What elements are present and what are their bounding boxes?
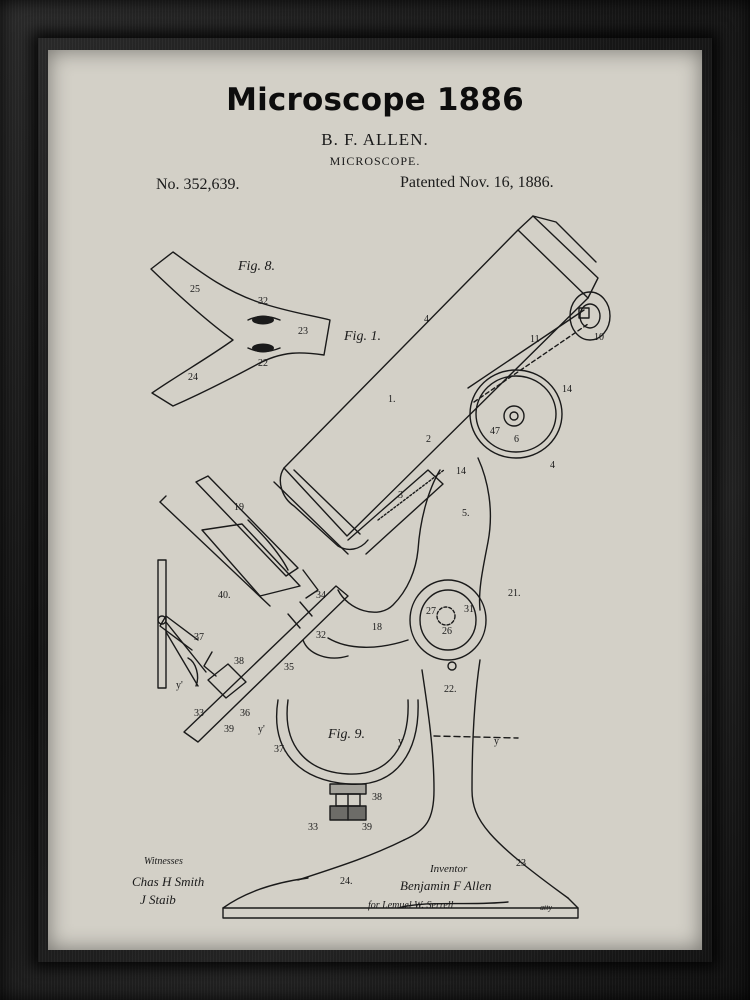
- ref-14: 14: [562, 384, 572, 395]
- ref-6: 6: [514, 434, 519, 445]
- witness-2-signature: J Staib: [140, 892, 176, 907]
- fig8-caption: Fig. 8.: [237, 259, 275, 274]
- ref-19: 19: [234, 502, 244, 513]
- signature-flourish: [397, 901, 509, 909]
- ref-23b: 23: [516, 858, 526, 869]
- witness-1-signature: Chas H Smith: [132, 874, 204, 889]
- ref-18: 18: [372, 622, 382, 633]
- ref-26: 26: [442, 626, 452, 637]
- focus-wheel: [467, 291, 611, 459]
- patent-date: Patented Nov. 16, 1886.: [400, 174, 554, 191]
- ref-11: 11: [530, 334, 540, 345]
- ref-47: 47: [490, 426, 500, 437]
- ref-14b: 14: [456, 466, 466, 477]
- ref-2: 2: [426, 434, 431, 445]
- ref-33b: 33: [308, 822, 318, 833]
- microscope-drawing: Fig. 8. Fig. 1. Fig. 9. 25 32 23 22 24 1…: [132, 215, 611, 919]
- attorney-signature: for Lemuel W. Serrell: [368, 900, 454, 911]
- ref-25: 25: [190, 284, 200, 295]
- ref-22: 22: [258, 358, 268, 369]
- ref-22b: 22.: [444, 684, 457, 695]
- ref-4b: 4: [550, 460, 555, 471]
- objective-assembly: [157, 475, 349, 743]
- ref-21: 21.: [508, 588, 521, 599]
- ref-1: 1.: [388, 394, 396, 405]
- ref-y2: y: [494, 736, 499, 747]
- main-tube: [273, 215, 599, 555]
- ref-y1: y: [398, 736, 403, 747]
- ref-4: 4: [424, 314, 429, 325]
- ref-23: 23: [298, 326, 308, 337]
- ref-y3: y': [176, 680, 183, 691]
- ref-35: 35: [284, 662, 294, 673]
- patent-print: Microscope 1886 B. F. ALLEN. MICROSCOPE.…: [48, 50, 702, 950]
- inventor-signature: Benjamin F Allen: [400, 878, 491, 893]
- ref-37: 37: [194, 632, 204, 643]
- ref-y4: y': [258, 724, 265, 735]
- patent-number: No. 352,639.: [156, 176, 240, 193]
- ref-33: 33: [194, 708, 204, 719]
- ref-32: 32: [258, 296, 268, 307]
- attorney-suffix: atty: [540, 903, 552, 912]
- ref-34: 34: [316, 590, 326, 601]
- fig8-bracket: [150, 251, 331, 407]
- ref-40: 40.: [218, 590, 231, 601]
- ref-24: 24: [188, 372, 198, 383]
- fig9-ring: [276, 699, 419, 821]
- ref-10: 10: [594, 332, 604, 343]
- base: [222, 877, 579, 919]
- ref-39: 39: [224, 724, 234, 735]
- ref-5: 5.: [462, 508, 470, 519]
- patent-subject: MICROSCOPE.: [329, 154, 421, 168]
- ref-24b: 24.: [340, 876, 353, 887]
- witnesses-label: Witnesses: [144, 856, 183, 867]
- fig1-caption: Fig. 1.: [343, 329, 381, 344]
- poster-title: Microscope 1886: [226, 82, 524, 118]
- ref-39b: 39: [362, 822, 372, 833]
- ref-32b: 32: [316, 630, 326, 641]
- ref-36: 36: [240, 708, 250, 719]
- limb: [297, 457, 569, 899]
- ref-38: 38: [234, 656, 244, 667]
- ref-38b: 38: [372, 792, 382, 803]
- ref-3: 3: [398, 490, 403, 501]
- ref-37b: 37.: [274, 744, 287, 755]
- inventor-label: Inventor: [429, 863, 468, 875]
- ref-27: 27: [426, 606, 436, 617]
- fig9-caption: Fig. 9.: [327, 727, 365, 742]
- ref-31: 31: [464, 604, 474, 615]
- inventor-name: B. F. ALLEN.: [321, 130, 429, 149]
